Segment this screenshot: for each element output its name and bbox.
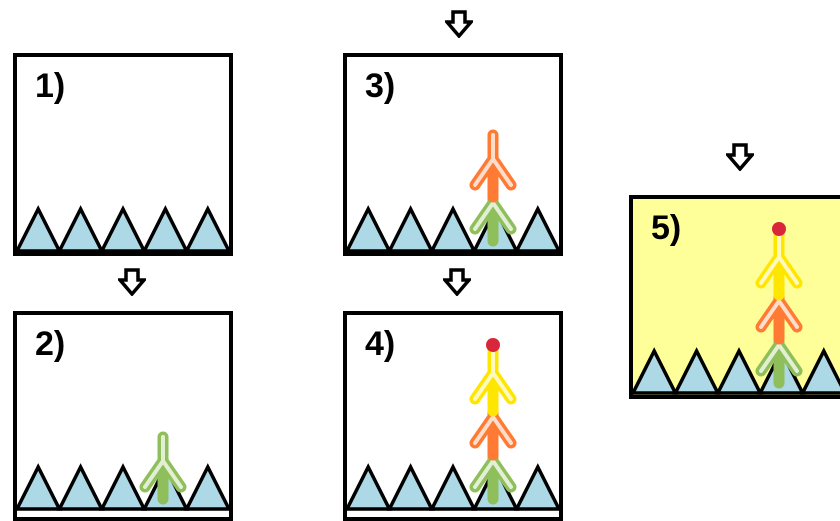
surface-illustration: [17, 431, 229, 511]
surface-triangle: [514, 205, 559, 252]
surface-triangle: [386, 205, 435, 252]
step-label: 3): [365, 67, 396, 105]
surface-triangle: [429, 205, 477, 252]
step-panel-3: 3): [343, 53, 563, 256]
surface-triangle: [347, 205, 392, 252]
surface-triangle: [714, 347, 764, 395]
down-arrow-icon: [726, 143, 754, 171]
step-label: 1): [35, 67, 66, 105]
red-tag-icon: [486, 338, 500, 352]
surface-triangle: [56, 205, 105, 252]
step-label: 2): [35, 325, 66, 363]
surface-triangle: [184, 205, 229, 252]
surface-triangle: [183, 463, 229, 511]
surface-triangle: [99, 205, 147, 252]
yellow-antibody: [755, 227, 803, 301]
step-label: 4): [365, 325, 396, 363]
surface-triangle: [428, 463, 478, 511]
down-arrow-icon: [445, 10, 473, 38]
step-label: 5): [651, 209, 682, 247]
surface-triangle: [141, 205, 190, 252]
surface-triangle: [17, 463, 63, 511]
surface-triangle: [513, 463, 559, 511]
surface-illustration: [17, 205, 229, 252]
surface-triangle: [347, 463, 393, 511]
surface-triangle: [672, 347, 721, 395]
down-arrow-icon: [118, 268, 146, 296]
orange-antibody: [469, 129, 517, 203]
surface-illustration: [347, 129, 559, 252]
step-panel-4: 4): [343, 311, 563, 521]
surface-triangle: [56, 463, 105, 511]
surface-triangle: [386, 463, 435, 511]
down-arrow-icon: [443, 268, 471, 296]
green-antibody: [139, 431, 187, 505]
surface-triangle: [98, 463, 148, 511]
surface-illustration: [347, 338, 559, 511]
surface-triangle: [17, 205, 62, 252]
step-panel-2: 2): [13, 311, 233, 521]
step-panel-1: 1): [13, 53, 233, 256]
step-panel-5: 5): [629, 195, 840, 399]
surface-triangle: [633, 347, 679, 395]
surface-triangle: [799, 347, 840, 395]
red-tag-icon: [772, 222, 786, 236]
surface-illustration: [633, 222, 840, 395]
yellow-antibody: [469, 343, 517, 417]
